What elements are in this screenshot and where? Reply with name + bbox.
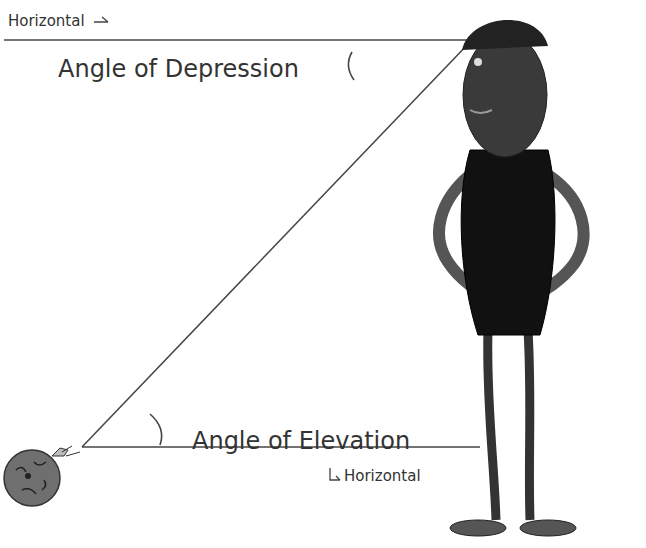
angle-arc: [348, 52, 354, 80]
man-figure: [439, 20, 583, 536]
horizontal-label: Horizontal: [344, 468, 421, 485]
hook-arrow: [330, 468, 340, 480]
horizontal-line: [4, 39, 470, 41]
horizontal-label: Horizontal: [8, 13, 85, 30]
sight-line: [82, 42, 470, 447]
angle-label: Angle of Elevation: [192, 428, 410, 454]
angle-arc: [150, 414, 162, 445]
angle-label: Angle of Depression: [58, 56, 299, 82]
hook-arrow: [94, 17, 108, 22]
ground-object: [4, 446, 80, 506]
